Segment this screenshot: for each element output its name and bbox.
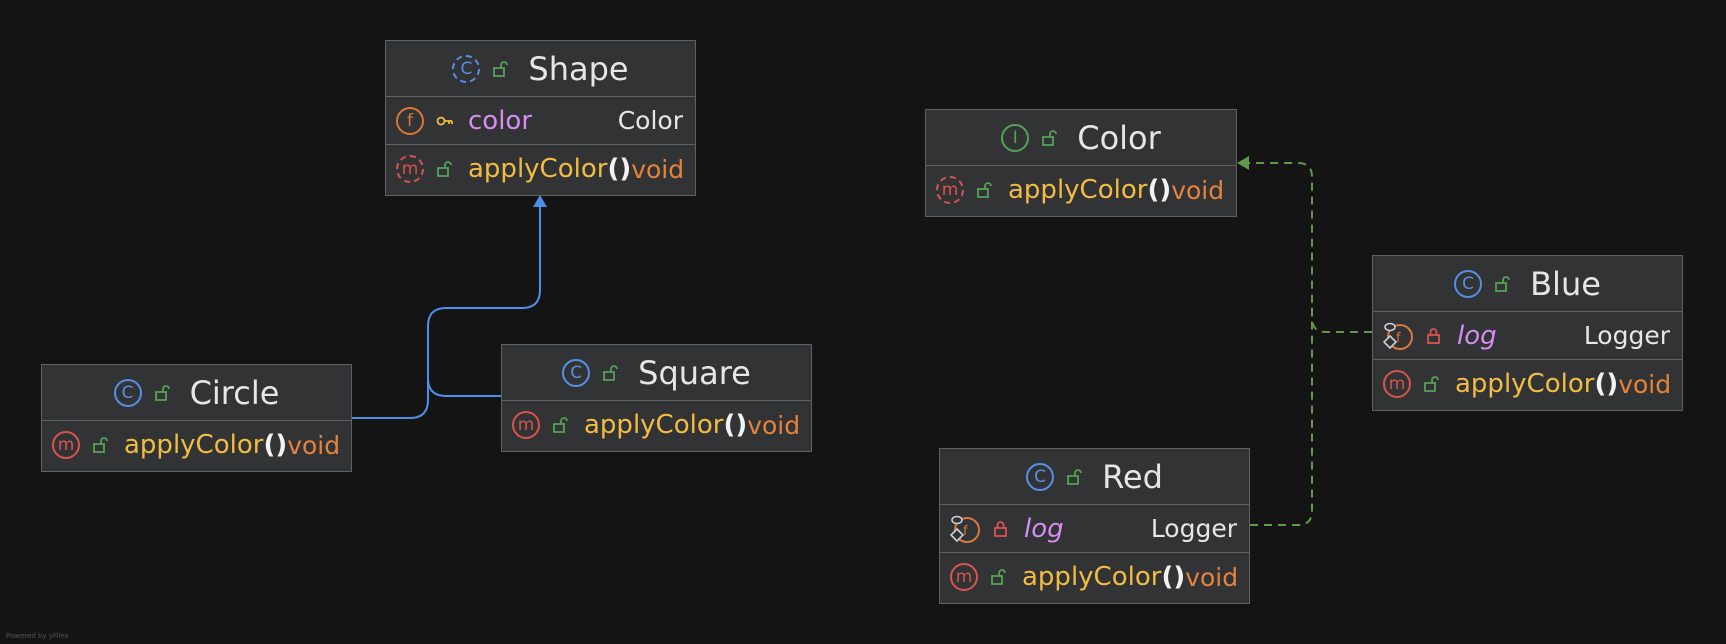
field-name: log (1457, 320, 1497, 351)
edge-circle-to-shape[interactable] (352, 195, 547, 419)
public-lock-icon (1066, 468, 1084, 486)
field-type: Logger (1150, 514, 1237, 543)
class-icon: C (562, 358, 591, 387)
class-circle[interactable]: C Circle m applyColor() void (41, 364, 352, 472)
public-lock-icon (492, 60, 510, 78)
class-name: Square (638, 353, 751, 392)
abstract-class-icon: C (452, 54, 481, 83)
method-parens: () (263, 430, 288, 460)
class-name: Shape (528, 49, 629, 88)
edge-blue-to-color[interactable] (1237, 156, 1372, 333)
method-row[interactable]: m applyColor() void (42, 421, 351, 469)
key-icon (436, 112, 454, 130)
class-header: C Blue (1373, 256, 1682, 312)
field-row[interactable]: f log Logger (1373, 312, 1682, 360)
public-lock-icon (1494, 275, 1512, 293)
public-lock-icon (602, 364, 620, 382)
public-lock-icon (990, 568, 1008, 586)
static-final-field-icon: f (949, 514, 980, 544)
private-lock-icon (1425, 327, 1443, 345)
field-icon: f (396, 106, 424, 135)
class-header: C Circle (42, 365, 351, 421)
class-name: Circle (189, 373, 280, 412)
svg-text:f: f (1396, 331, 1401, 346)
method-name: applyColor (1455, 369, 1595, 399)
public-lock-icon (92, 436, 110, 454)
class-icon: C (1454, 269, 1483, 298)
method-icon: m (512, 411, 540, 439)
method-name: applyColor (468, 154, 608, 184)
method-return-type: void (287, 430, 341, 460)
abstract-method-icon: m (396, 155, 424, 183)
method-return-type: void (747, 410, 801, 440)
class-red[interactable]: C Red f log Logger m applyColor() void (939, 448, 1250, 604)
footer-credit: Powered by yFiles (6, 632, 69, 640)
static-final-field-icon: f (1382, 321, 1413, 351)
abstract-method-icon: m (936, 176, 964, 204)
method-icon: m (1383, 370, 1411, 398)
public-lock-icon (436, 160, 454, 178)
interface-icon: I (1001, 123, 1030, 152)
public-lock-icon (1423, 375, 1441, 393)
public-lock-icon (552, 416, 570, 434)
private-lock-icon (992, 520, 1010, 538)
class-icon: C (1026, 462, 1055, 491)
method-return-type: void (1185, 562, 1239, 592)
edge-square-to-shape[interactable] (427, 377, 501, 397)
svg-text:f: f (963, 524, 968, 539)
field-name: color (468, 105, 533, 136)
method-return-type: void (631, 154, 685, 184)
class-header: C Shape (386, 41, 695, 97)
field-name: log (1024, 513, 1064, 544)
class-square[interactable]: C Square m applyColor() void (501, 344, 812, 452)
public-lock-icon (154, 384, 172, 402)
class-name: Blue (1530, 264, 1601, 303)
class-shape[interactable]: C Shape f color Color m applyColor() voi… (385, 40, 696, 196)
method-row[interactable]: m applyColor() void (940, 553, 1249, 601)
field-type: Logger (1583, 321, 1670, 350)
field-row[interactable]: f log Logger (940, 505, 1249, 553)
class-blue[interactable]: C Blue f log Logger m applyColor() void (1372, 255, 1683, 411)
class-name: Color (1077, 118, 1161, 157)
method-name: applyColor (1008, 175, 1148, 205)
class-header: C Square (502, 345, 811, 401)
method-row[interactable]: m applyColor() void (1373, 360, 1682, 408)
field-type: Color (617, 106, 683, 135)
method-parens: () (1147, 175, 1172, 205)
class-name: Red (1102, 457, 1163, 496)
method-name: applyColor (584, 410, 724, 440)
class-header: I Color (926, 110, 1236, 166)
public-lock-icon (976, 181, 994, 199)
class-header: C Red (940, 449, 1249, 505)
method-name: applyColor (124, 430, 264, 460)
interface-color[interactable]: I Color m applyColor() void (925, 109, 1237, 217)
method-parens: () (1594, 369, 1619, 399)
class-icon: C (113, 378, 142, 407)
method-name: applyColor (1022, 562, 1162, 592)
method-parens: () (723, 410, 748, 440)
edge-red-to-color[interactable] (1250, 300, 1313, 526)
method-row[interactable]: m applyColor() void (502, 401, 811, 449)
method-row[interactable]: m applyColor() void (926, 166, 1236, 214)
public-lock-icon (1041, 129, 1059, 147)
method-parens: () (1161, 562, 1186, 592)
method-parens: () (607, 154, 632, 184)
method-return-type: void (1171, 175, 1225, 205)
method-row[interactable]: m applyColor() void (386, 145, 695, 193)
method-icon: m (52, 431, 80, 459)
field-row[interactable]: f color Color (386, 97, 695, 145)
method-icon: m (950, 563, 978, 591)
method-return-type: void (1618, 369, 1672, 399)
